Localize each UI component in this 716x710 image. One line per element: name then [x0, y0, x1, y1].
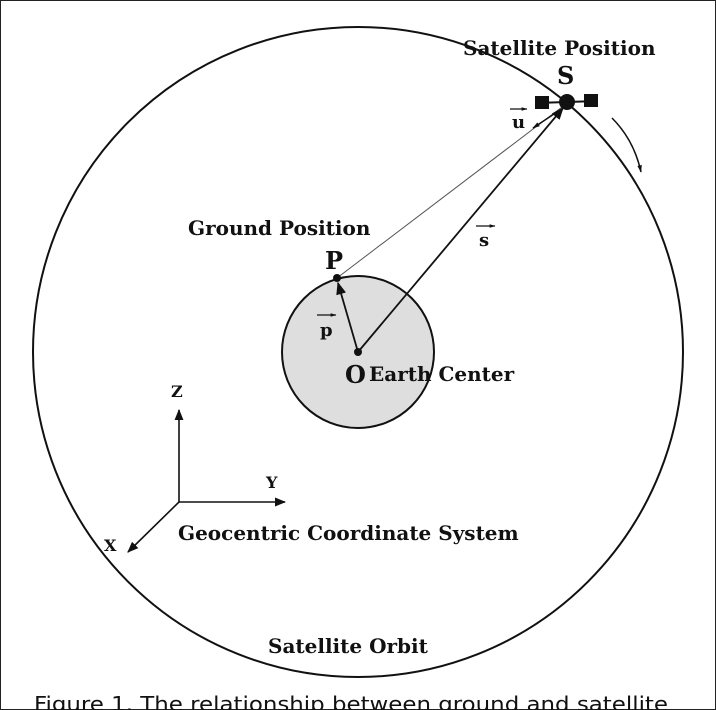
ground-letter-label: P: [325, 246, 343, 275]
vector-u-arrow: [532, 111, 558, 129]
coordinate-axes: [127, 408, 287, 553]
orbit-direction-arrow: [611, 117, 642, 173]
line-of-sight: [336, 103, 567, 279]
coordinate-system-label: Geocentric Coordinate System: [178, 521, 519, 545]
figure-caption: Figure 1. The relationship between groun…: [34, 692, 668, 710]
satellite-orbit-circle: [32, 26, 684, 678]
vector-s-arrow: [357, 107, 564, 353]
ground-position-label: Ground Position: [188, 216, 371, 240]
y-axis-label: Y: [265, 473, 278, 492]
vector-p-arrow: [336, 281, 359, 353]
x-axis-label: X: [104, 536, 117, 555]
ground-point: [333, 274, 341, 282]
satellite-letter-label: S: [557, 61, 574, 90]
earth-center-point: [354, 348, 362, 356]
z-axis-label: Z: [171, 382, 183, 401]
p-vector-label: p: [320, 320, 333, 341]
s-vector-label: s: [479, 230, 489, 251]
x-axis: [127, 501, 180, 553]
satellite-orbit-label: Satellite Orbit: [268, 634, 429, 658]
u-vector-label: u: [512, 112, 525, 133]
satellite-icon: [535, 94, 599, 110]
earth-center-label: Earth Center: [369, 362, 515, 386]
earth-center-letter-label: O: [345, 360, 366, 389]
satellite-position-label: Satellite Position: [463, 36, 656, 60]
